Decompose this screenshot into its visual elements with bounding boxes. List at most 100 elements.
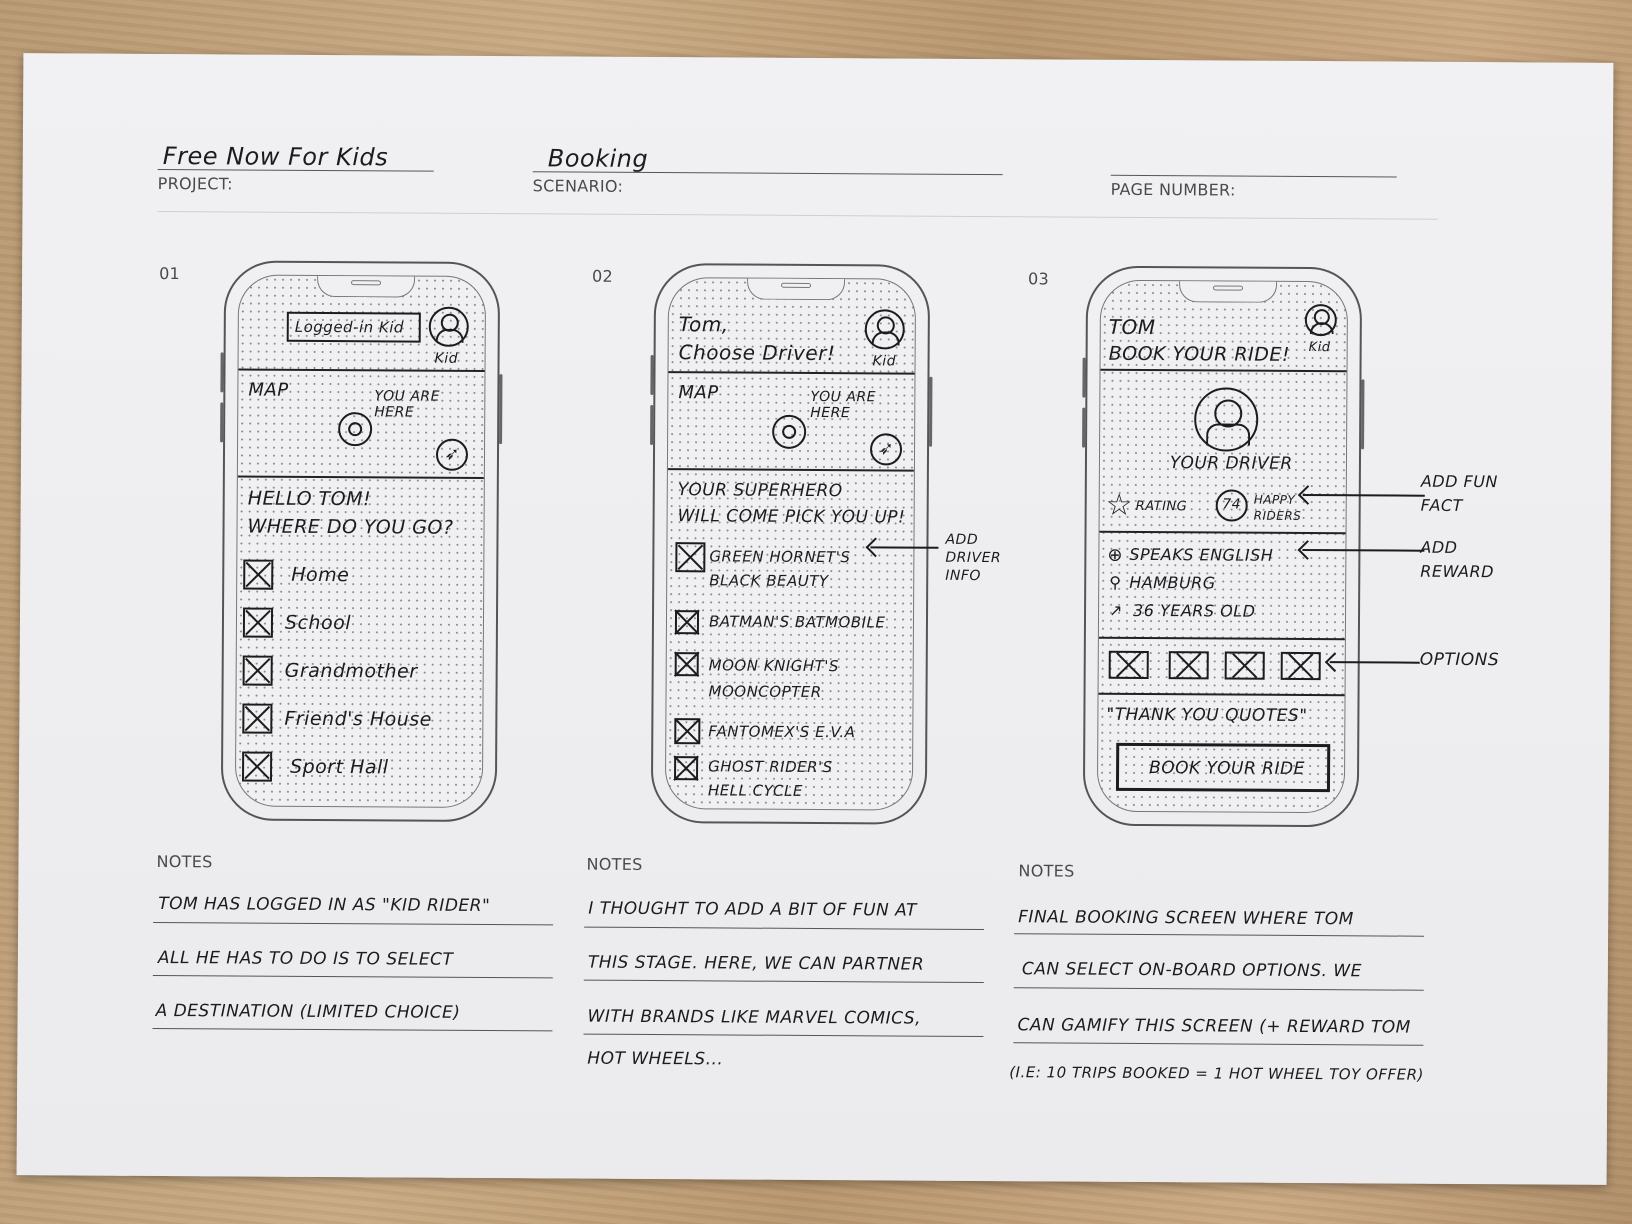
checkbox-icon[interactable] [674, 756, 699, 781]
book-your-ride-button[interactable]: BOOK YOUR RIDE [1115, 742, 1331, 793]
driver-option[interactable]: BATMAN'S BATMOBILE [674, 606, 911, 641]
ride-option-checkbox-icon[interactable] [1108, 650, 1149, 680]
kid-avatar-icon[interactable] [864, 309, 905, 350]
checkbox-icon[interactable] [243, 559, 274, 590]
destination-label: Grandmother [284, 659, 418, 683]
note-1-line-1: TOM HAS LOGGED IN AS "KID RIDER" [158, 893, 491, 917]
globe-icon: ⊕ [1107, 544, 1123, 565]
navigation-arrow-icon[interactable]: ➶ [435, 438, 469, 471]
phone-frame-01: Logged-in Kid Kid MAP YOU ARE HERE ➶ HEL… [220, 260, 503, 823]
add-reward-annotation: ADD REWARD [1420, 537, 1495, 582]
destination-option-sport-hall[interactable]: Sport Hall [241, 750, 472, 785]
checkbox-icon[interactable] [242, 607, 274, 638]
kid-avatar-icon[interactable] [1304, 303, 1337, 337]
side-button [650, 354, 654, 396]
note-3-line-1: FINAL BOOKING SCREEN WHERE TOM [1018, 907, 1354, 930]
add-fun-fact-annotation: ADD FUN FACT [1420, 471, 1498, 515]
map-divider-line [667, 468, 914, 472]
notes-label-1: NOTES [156, 851, 213, 872]
choose-title-line-2: Choose Driver! [678, 340, 836, 366]
side-button [499, 374, 503, 445]
note-underline [583, 1033, 984, 1038]
driver-option[interactable]: GHOST RIDER'S HELL CYCLE [674, 754, 910, 810]
checkbox-icon[interactable] [674, 610, 700, 635]
destination-label: Sport Hall [290, 755, 389, 779]
destination-option-friends-house[interactable]: Friend's House [242, 702, 472, 737]
scenario-label: SCENARIO: [532, 176, 624, 196]
kid-avatar-caption: Kid [434, 350, 459, 367]
note-1-line-3: A DESTINATION (LIMITED CHOICE) [155, 1000, 461, 1023]
rating-label: RATING [1135, 498, 1188, 515]
ride-option-checkbox-icon[interactable] [1224, 651, 1265, 680]
ride-option-checkbox-icon[interactable] [1168, 651, 1209, 680]
wireframe-sheet: Free Now For Kids PROJECT: Booking SCENA… [16, 53, 1614, 1185]
navigation-arrow-icon[interactable]: ➶ [869, 433, 903, 466]
phone-notch [746, 277, 846, 301]
kid-avatar-caption: Kid [1308, 340, 1331, 356]
note-underline [152, 1027, 553, 1032]
phone-speaker [1213, 285, 1244, 291]
driver-label: BATMAN'S BATMOBILE [708, 612, 886, 632]
annotation-arrow [1329, 661, 1420, 664]
kid-avatar-icon[interactable] [428, 306, 469, 347]
checkbox-icon[interactable] [242, 655, 273, 686]
note-1-line-2: ALL HE HAS TO DO IS TO SELECT [157, 947, 454, 970]
map-label: MAP [248, 379, 289, 401]
note-underline [584, 926, 985, 931]
note-3-line-2: CAN SELECT ON-BOARD OPTIONS. WE [1021, 959, 1362, 982]
happy-riders-count-badge: 74 [1215, 489, 1248, 522]
destination-option-school[interactable]: School [242, 606, 473, 641]
header-divider [157, 210, 1438, 220]
note-underline [152, 974, 553, 979]
driver-option[interactable]: MOON KNIGHT'S MOONCOPTER [674, 650, 910, 707]
book-title-line-2: BOOK YOUR RIDE! [1108, 342, 1291, 366]
destination-label: Friend's House [284, 707, 432, 731]
page-number-label: PAGE NUMBER: [1110, 179, 1236, 200]
checkbox-icon[interactable] [242, 703, 273, 734]
checkbox-icon[interactable] [675, 542, 706, 573]
note-2-line-1: I THOUGHT TO ADD A BIT OF FUN AT [588, 898, 918, 921]
note-underline [1014, 933, 1425, 937]
phone-frame-03: TOM BOOK YOUR RIDE! Kid YOUR DRIVER ☆ RA… [1082, 265, 1365, 828]
city-text: HAMBURG [1129, 572, 1216, 593]
destination-option-grandmother[interactable]: Grandmother [242, 654, 473, 689]
book-title-line-1: TOM [1108, 314, 1156, 340]
map-label: MAP [678, 382, 719, 404]
notes-label-2: NOTES [586, 854, 643, 874]
thank-you-quotes-text: "THANK YOU QUOTES" [1106, 704, 1308, 727]
checkbox-icon[interactable] [674, 718, 701, 745]
note-2-line-2: THIS STAGE. HERE, WE CAN PARTNER [587, 952, 925, 975]
note-2-line-4: HOT WHEELS... [587, 1048, 724, 1070]
rating-divider-line [1099, 530, 1346, 535]
note-2-line-3: WITH BRANDS LIKE MARVEL COMICS, [587, 1006, 922, 1029]
phone-notch [316, 274, 416, 298]
driver-label: GHOST RIDER'S HELL CYCLE [707, 757, 833, 800]
side-button [1082, 357, 1086, 398]
header-divider-line [1100, 368, 1347, 373]
you-are-here-label: YOU ARE HERE [374, 388, 441, 421]
project-label: PROJECT: [157, 173, 233, 194]
scenario-underline [532, 171, 1003, 176]
phone-speaker [781, 282, 812, 288]
options-divider-line [1098, 692, 1345, 697]
book-your-ride-label: BOOK YOUR RIDE [1149, 758, 1305, 779]
ride-option-checkbox-icon[interactable] [1280, 651, 1321, 681]
speaks-language-text: SPEAKS ENGLISH [1129, 544, 1274, 565]
driver-option[interactable]: FANTOMEX'S E.V.A [674, 716, 910, 751]
info-divider-line [1098, 636, 1345, 641]
destination-option-home[interactable]: Home [243, 558, 473, 593]
options-annotation: OPTIONS [1419, 649, 1500, 671]
project-value: Free Now For Kids [162, 142, 389, 172]
checkbox-icon[interactable] [674, 652, 699, 677]
star-icon: ☆ [1105, 488, 1133, 522]
page-number-underline [1110, 174, 1397, 178]
annotation-arrow [870, 546, 939, 549]
current-location-icon [772, 414, 807, 449]
project-underline [157, 168, 434, 172]
driver-label: MOON KNIGHT'S MOONCOPTER [708, 656, 840, 702]
age-icon: ↗ [1109, 602, 1123, 620]
checkbox-icon[interactable] [241, 751, 273, 782]
greeting-line-2: WHERE DO YOU GO? [247, 515, 454, 539]
side-button [1361, 379, 1365, 450]
side-button [220, 352, 224, 393]
